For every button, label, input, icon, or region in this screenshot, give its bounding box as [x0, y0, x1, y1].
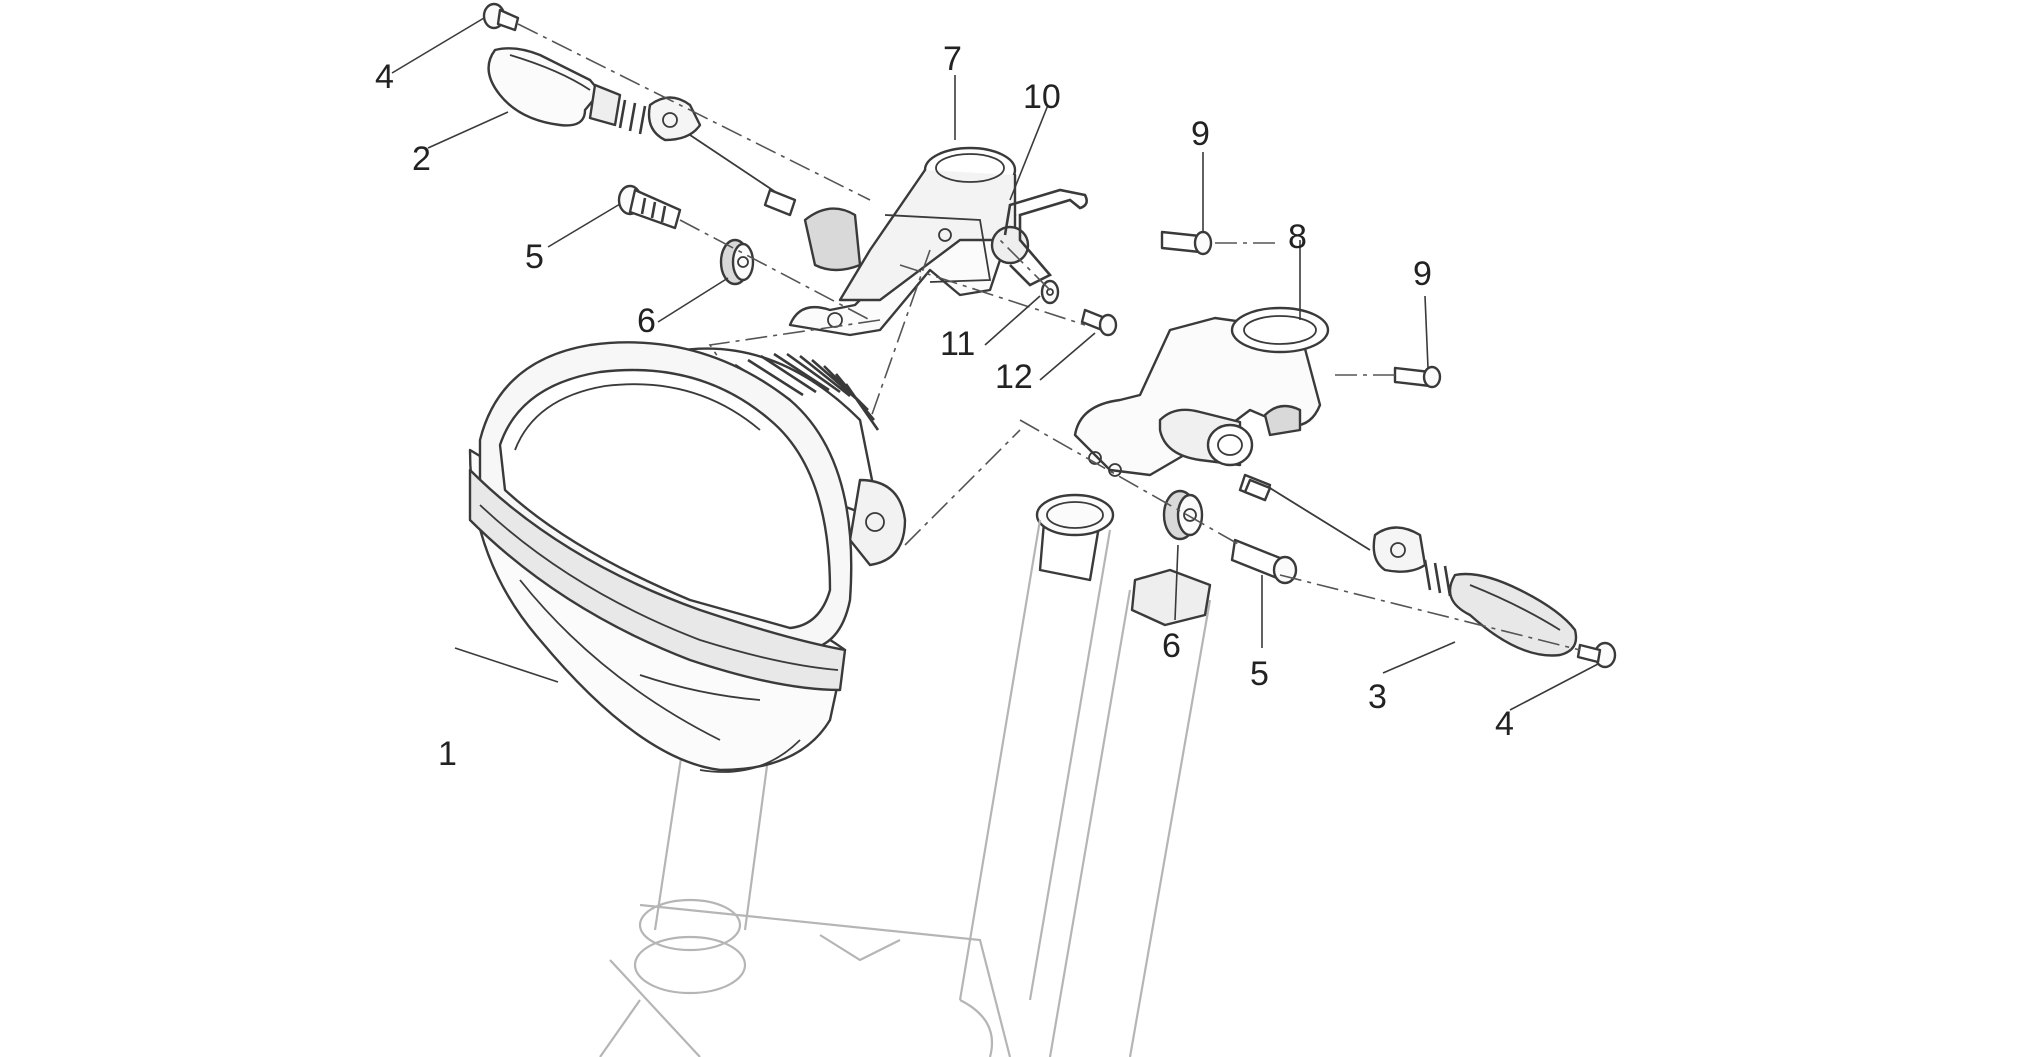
- callout-12: 12: [995, 358, 1033, 396]
- callout-1: 1: [438, 735, 457, 773]
- spacer-6-left: [719, 238, 755, 286]
- callout-10: 10: [1023, 78, 1061, 116]
- indicator-right: [1238, 473, 1578, 657]
- callout-7: 7: [943, 40, 962, 78]
- wire-clip: [1003, 188, 1088, 287]
- bracket-left: [788, 146, 1030, 337]
- fork-assembly: [599, 493, 1212, 1057]
- callout-11: 11: [940, 325, 975, 363]
- callout-2: 2: [412, 140, 431, 178]
- callout-6-left: 6: [637, 302, 656, 340]
- connector-right: [1243, 478, 1272, 502]
- indicator-left: [487, 47, 797, 217]
- callout-5-right: 5: [1250, 655, 1269, 693]
- screw-4-top: [482, 2, 520, 32]
- callout-3: 3: [1368, 678, 1387, 716]
- screw-4-right: [1576, 641, 1617, 669]
- callout-4-right: 4: [1495, 705, 1514, 743]
- callout-4-top: 4: [375, 58, 394, 96]
- headlight: [468, 341, 907, 773]
- callout-9-right: 9: [1413, 255, 1432, 293]
- fork-tube-opening: [1035, 493, 1115, 537]
- spacer-6-right: [1162, 489, 1204, 541]
- bolt-5-right: [1230, 538, 1298, 585]
- callout-labels: 1 2 3 4 4 5 5 6 6 7 8 9 9 10 11 12: [375, 40, 1514, 773]
- assembly-centerlines: [517, 23, 1581, 651]
- screw-9-right: [1393, 365, 1442, 389]
- callout-6-right: 6: [1162, 627, 1181, 665]
- bolt-12: [1080, 308, 1118, 337]
- bolt-5-left: [617, 184, 682, 230]
- callout-8: 8: [1288, 218, 1307, 256]
- callout-9-top: 9: [1191, 115, 1210, 153]
- bracket-right: [1073, 306, 1330, 477]
- callout-5-left: 5: [525, 238, 544, 276]
- screw-9-top: [1160, 230, 1213, 256]
- fork-nut: [1130, 568, 1212, 627]
- leader-lines: [391, 17, 1599, 711]
